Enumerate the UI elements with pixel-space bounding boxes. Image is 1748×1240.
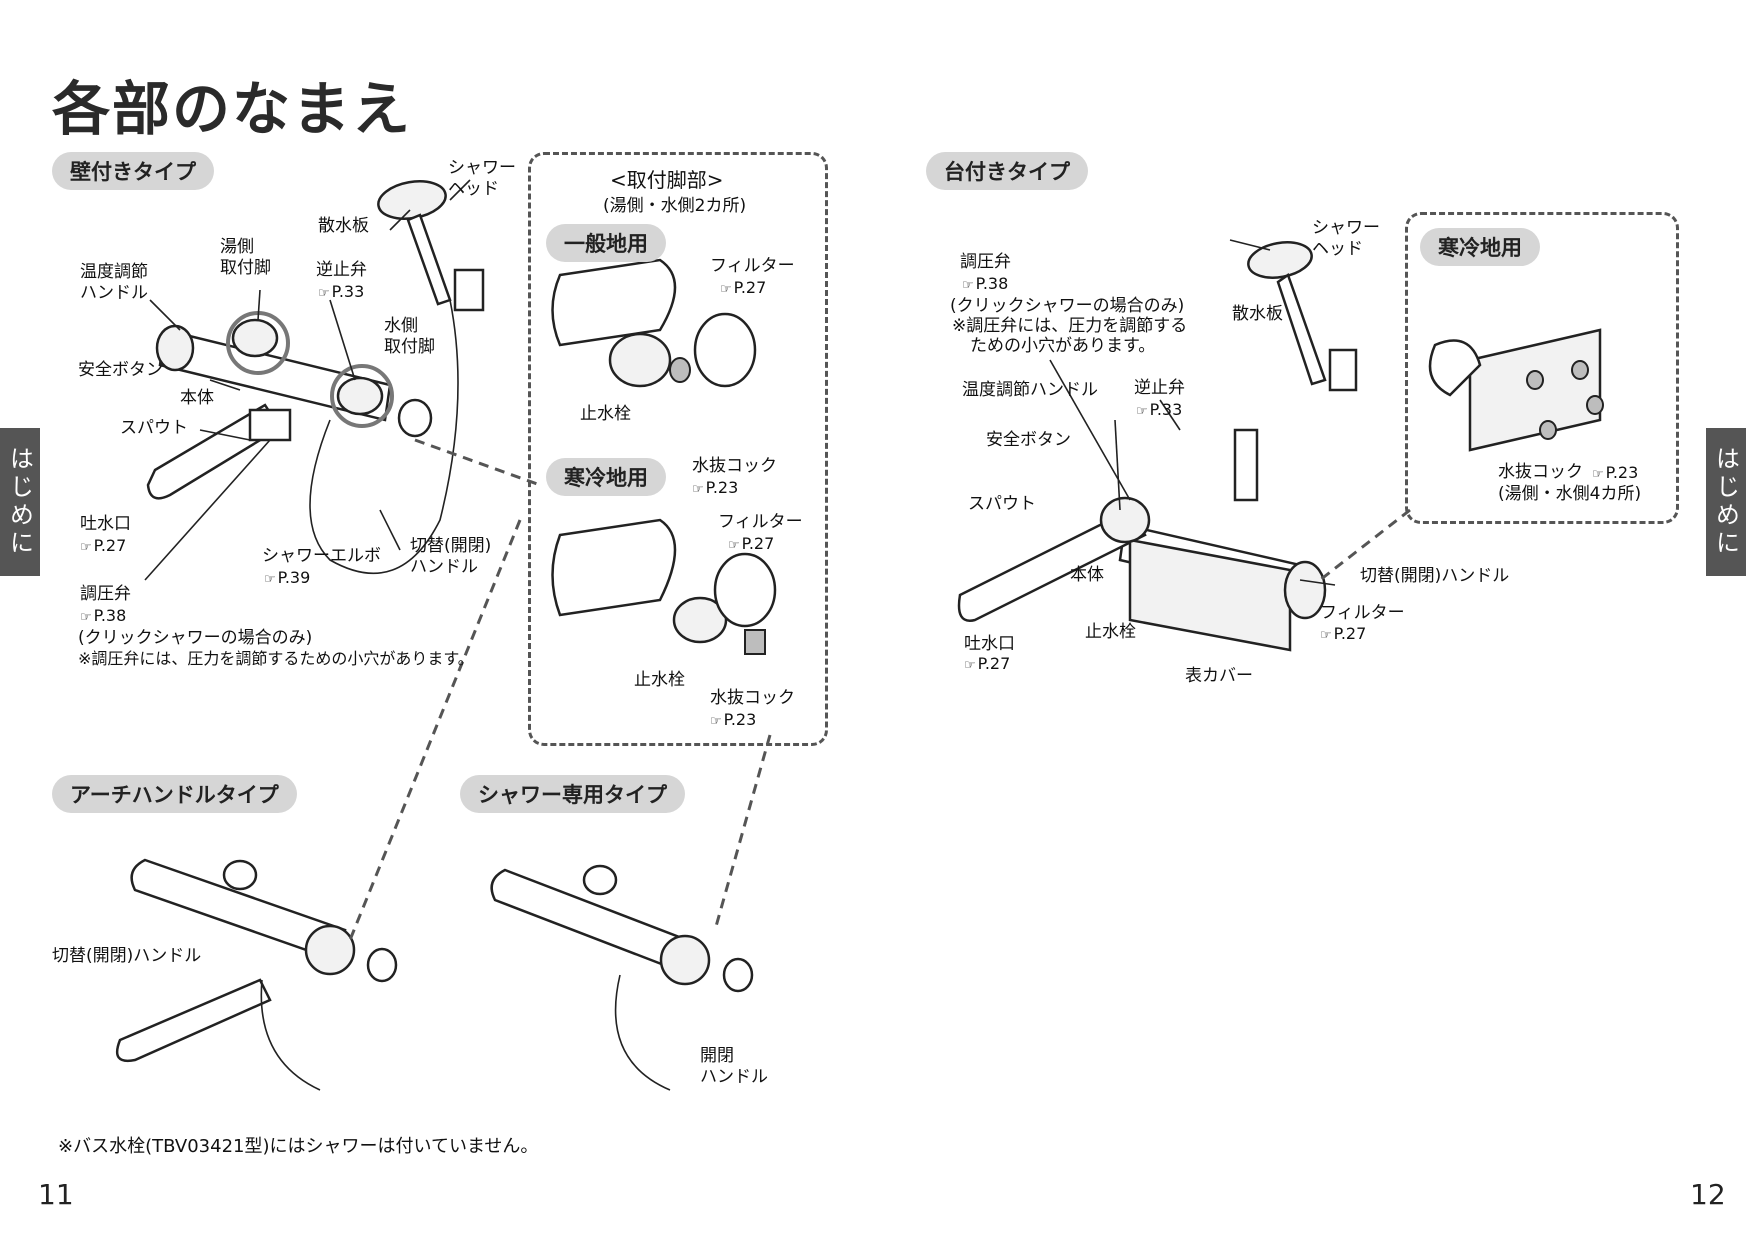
connector-dash xyxy=(414,438,541,487)
deck-label-check-valve: 逆止弁 xyxy=(1134,378,1185,398)
label-click-note: (クリックシャワーの場合のみ) xyxy=(78,628,313,648)
pointing-hand-icon: ☞ xyxy=(964,658,976,673)
label-general-filter: フィルター xyxy=(710,256,795,276)
pointing-hand-icon: ☞ xyxy=(1136,404,1148,419)
label-cold-drain-cock-2: 水抜コック xyxy=(710,688,795,708)
deck-shower-head-drawing xyxy=(1247,241,1358,392)
general-mount-drawing xyxy=(551,258,757,388)
connector-dash xyxy=(1319,508,1411,582)
pointing-hand-icon: ☞ xyxy=(80,610,92,625)
ref-cold-drain-cock-2: ☞P.23 xyxy=(710,710,757,729)
side-tab-left[interactable]: はじめに xyxy=(0,428,40,576)
label-spout: スパウト xyxy=(120,418,188,438)
side-tab-right[interactable]: はじめに xyxy=(1706,428,1746,576)
deck-label-safety-button: 安全ボタン xyxy=(986,430,1071,450)
connector-dash xyxy=(348,519,522,941)
label-safety-button: 安全ボタン xyxy=(78,360,163,380)
label-check-valve: 逆止弁 xyxy=(316,260,367,280)
mount-detail-box xyxy=(528,152,828,746)
mount-cold-pill: 寒冷地用 xyxy=(546,458,666,496)
deck-ref-check-valve: ☞P.33 xyxy=(1136,400,1183,419)
page-number-left: 11 xyxy=(38,1178,74,1211)
ref-general-filter: ☞P.27 xyxy=(720,278,767,297)
pointing-hand-icon: ☞ xyxy=(80,540,92,555)
label-hot-mount: 湯側 取付脚 xyxy=(220,237,271,278)
ref-outlet: ☞P.27 xyxy=(80,536,127,555)
label-body: 本体 xyxy=(180,388,214,408)
label-cold-drain-cock: 水抜コック xyxy=(692,456,777,476)
deck-label-drain-cock: 水抜コック xyxy=(1498,462,1583,482)
page-number-right: 12 xyxy=(1690,1178,1726,1211)
label-switch-handle: 切替(開閉) ハンドル xyxy=(410,536,492,577)
deck-label-body: 本体 xyxy=(1070,565,1104,585)
label-pressure-valve: 調圧弁 xyxy=(80,584,131,604)
wall-shower-head-drawing xyxy=(377,180,485,312)
deck-label-spout: スパウト xyxy=(968,494,1036,514)
ref-cold-drain-cock: ☞P.23 xyxy=(692,478,739,497)
pointing-hand-icon: ☞ xyxy=(264,572,276,587)
connector-dash xyxy=(713,734,772,931)
label-cold-stop-valve: 止水栓 xyxy=(634,670,685,690)
section-shower-only-type: シャワー専用タイプ xyxy=(460,775,685,813)
pointing-hand-icon: ☞ xyxy=(720,282,732,297)
label-outlet: 吐水口 xyxy=(80,514,131,534)
deck-cold-box xyxy=(1405,212,1679,524)
label-shower-elbow: シャワーエルボ xyxy=(262,546,381,566)
pointing-hand-icon: ☞ xyxy=(710,714,722,729)
deck-label-drain-note: (湯側・水側4カ所) xyxy=(1498,484,1642,504)
label-cold-filter: フィルター xyxy=(718,512,803,532)
section-deck-type: 台付きタイプ xyxy=(926,152,1088,190)
label-pressure-note: ※調圧弁には、圧力を調節するための小穴があります。 xyxy=(78,649,474,668)
page-title: 各部のなまえ xyxy=(52,75,413,143)
label-shower-head: シャワー ヘッド xyxy=(448,158,516,199)
deck-cold-pill: 寒冷地用 xyxy=(1420,228,1540,266)
pointing-hand-icon: ☞ xyxy=(1320,628,1332,643)
mount-box-sub: (湯側・水側2カ所) xyxy=(603,196,747,216)
cold-mount-drawing xyxy=(551,518,777,655)
deck-label-switch-handle: 切替(開閉)ハンドル xyxy=(1360,566,1510,586)
label-temp-handle: 温度調節 ハンドル xyxy=(80,262,148,303)
deck-label-shower-head: シャワー ヘッド xyxy=(1312,218,1380,259)
ref-shower-elbow: ☞P.39 xyxy=(264,568,311,587)
water-mount-highlight xyxy=(330,364,394,428)
pointing-hand-icon: ☞ xyxy=(318,286,330,301)
deck-label-filter: フィルター xyxy=(1320,603,1405,623)
deck-ref-pressure-valve: ☞P.38 xyxy=(962,274,1009,293)
label-open-close-handle: 開閉 ハンドル xyxy=(700,1046,768,1087)
deck-label-front-cover: 表カバー xyxy=(1185,666,1253,686)
ref-check-valve: ☞P.33 xyxy=(318,282,365,301)
arch-faucet-drawing xyxy=(115,858,398,1091)
footnote: ※バス水栓(TBV03421型)にはシャワーは付いていません。 xyxy=(58,1136,539,1157)
label-water-mount: 水側 取付脚 xyxy=(384,316,435,357)
deck-ref-outlet: ☞P.27 xyxy=(964,654,1011,673)
deck-label-spray-plate: 散水板 xyxy=(1232,304,1283,324)
label-general-stop-valve: 止水栓 xyxy=(580,404,631,424)
deck-ref-filter: ☞P.27 xyxy=(1320,624,1367,643)
pointing-hand-icon: ☞ xyxy=(962,278,974,293)
deck-label-temp-handle: 温度調節ハンドル xyxy=(962,380,1098,400)
pointing-hand-icon: ☞ xyxy=(728,538,740,553)
deck-ref-drain-cock: ☞P.23 xyxy=(1592,463,1639,482)
mount-general-pill: 一般地用 xyxy=(546,224,666,262)
shower-only-faucet-drawing xyxy=(490,864,754,1091)
section-arch-type: アーチハンドルタイプ xyxy=(52,775,297,813)
deck-label-pressure-note2: ための小穴があります。 xyxy=(970,336,1156,356)
ref-cold-filter: ☞P.27 xyxy=(728,534,775,553)
label-arch-switch: 切替(開閉)ハンドル xyxy=(52,946,202,966)
deck-label-click-note: (クリックシャワーの場合のみ) xyxy=(950,296,1185,316)
deck-faucet-drawing xyxy=(957,428,1327,652)
section-wall-type: 壁付きタイプ xyxy=(52,152,214,190)
mount-box-heading: <取付脚部> xyxy=(610,168,724,192)
pointing-hand-icon: ☞ xyxy=(1592,467,1604,482)
label-spray-plate: 散水板 xyxy=(318,216,369,236)
deck-label-outlet: 吐水口 xyxy=(964,634,1015,654)
deck-label-pressure-note1: ※調圧弁には、圧力を調節する xyxy=(952,316,1188,336)
deck-label-stop-valve: 止水栓 xyxy=(1085,622,1136,642)
pointing-hand-icon: ☞ xyxy=(692,482,704,497)
ref-pressure-valve: ☞P.38 xyxy=(80,606,127,625)
deck-cold-drawing xyxy=(1428,328,1604,452)
deck-label-pressure-valve: 調圧弁 xyxy=(960,252,1011,272)
